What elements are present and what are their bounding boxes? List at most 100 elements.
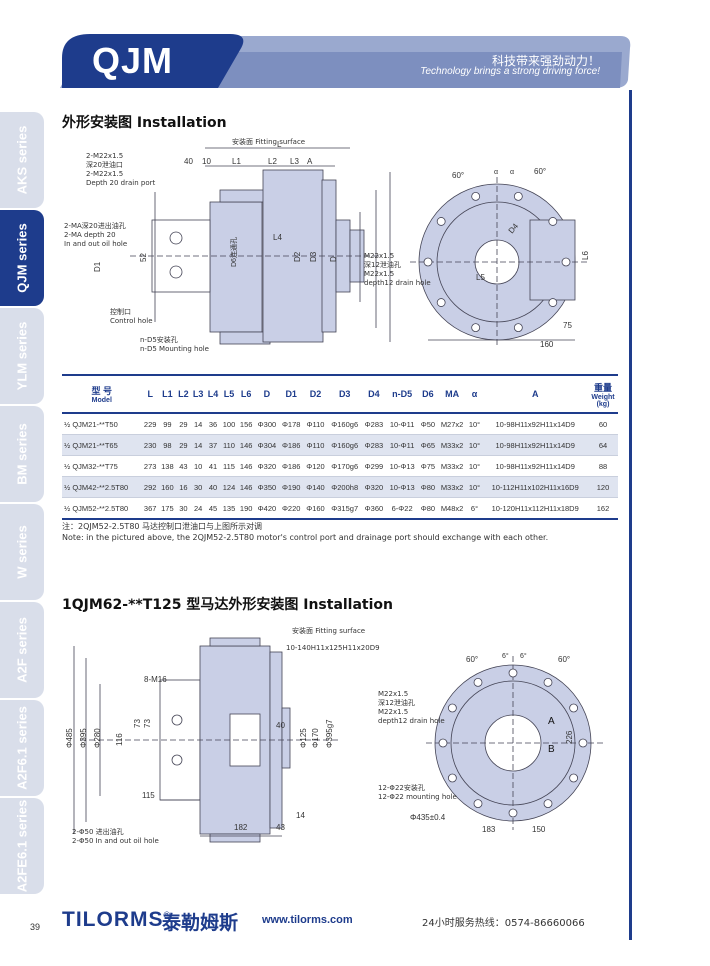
svg-text:L1: L1 xyxy=(232,157,241,166)
svg-text:α: α xyxy=(494,169,498,176)
table-cell: 40 xyxy=(205,476,221,498)
right-rule xyxy=(629,90,632,940)
table-cell: 10-Φ13 xyxy=(386,455,419,477)
table-cell: Φ299 xyxy=(361,455,387,477)
sidebar-tab-label: A2F6.1 series xyxy=(14,706,30,790)
svg-text:40: 40 xyxy=(184,157,193,166)
sidebar-tab-label: AKS series xyxy=(14,125,30,195)
svg-text:L5: L5 xyxy=(476,273,485,282)
label-fitting-surface: 安装面 Fitting surface xyxy=(232,138,306,146)
table-cell: 146 xyxy=(237,476,255,498)
svg-text:α: α xyxy=(510,169,514,176)
label2-spline: 10-140H11x125H11x20D9 xyxy=(286,644,380,652)
table-cell: 10-98H11x92H11x14D9 xyxy=(482,434,588,456)
table-cell: 88 xyxy=(588,455,618,477)
table-cell: 41 xyxy=(205,455,221,477)
svg-text:D1: D1 xyxy=(93,261,102,272)
svg-text:L2: L2 xyxy=(268,157,277,166)
table-header: L2 xyxy=(175,374,191,414)
table-cell: 367 xyxy=(141,497,159,520)
table-cell: Φ200h8 xyxy=(327,476,362,498)
table-cell: Φ80 xyxy=(418,476,438,498)
sidebar-tab-bm-series[interactable]: BM series xyxy=(0,406,44,502)
section2-title: 1QJM62-**T125 型马达外形安装图 Installation xyxy=(62,597,394,613)
bolt-hole xyxy=(447,773,457,783)
note-cn: 注：2QJM52-2.5T80 马达控制口泄油口与上图所示对调 xyxy=(62,522,263,531)
label2-fitting-surface: 安装面 Fitting surface xyxy=(292,627,366,635)
sidebar-tab-a2f6-1-series[interactable]: A2F6.1 series xyxy=(0,700,44,796)
svg-text:226: 226 xyxy=(565,730,574,744)
table-cell: 230 xyxy=(141,434,159,456)
table-cell: Φ110 xyxy=(303,434,328,456)
table-cell: Φ420 xyxy=(254,497,280,520)
table-cell: 175 xyxy=(158,497,176,520)
svg-text:D3: D3 xyxy=(309,251,318,262)
bolt-hole xyxy=(543,799,553,809)
slogan-en: Technology brings a strong driving force… xyxy=(420,66,600,77)
series-title: QJM xyxy=(92,40,174,81)
table-cell: Φ140 xyxy=(303,476,328,498)
bolt-hole xyxy=(561,257,571,267)
sidebar-tab-a2f-series[interactable]: A2F series xyxy=(0,602,44,698)
table-header: D xyxy=(254,374,280,414)
svg-text:D6连通孔: D6连通孔 xyxy=(229,237,238,267)
table-cell: 190 xyxy=(237,497,255,520)
table-cell: 64 xyxy=(588,434,618,456)
svg-text:Φ485: Φ485 xyxy=(65,728,74,748)
sidebar-tab-label: W series xyxy=(14,525,30,579)
bolt-hole xyxy=(423,257,433,267)
table-header: L5 xyxy=(220,374,238,414)
svg-text:73: 73 xyxy=(143,719,152,728)
model-cell: ½ QJM42-**2.5T80 xyxy=(62,476,142,498)
table-cell: M33x2 xyxy=(437,476,467,498)
table-header: n-D5 xyxy=(386,374,419,414)
table-cell: Φ186 xyxy=(279,455,304,477)
svg-text:116: 116 xyxy=(115,733,124,746)
website-link[interactable]: www.tilorms.com xyxy=(262,914,353,926)
table-cell: 30 xyxy=(190,476,206,498)
sidebar-tab-label: A2F series xyxy=(14,617,30,683)
svg-text:B: B xyxy=(548,744,555,755)
table-cell: 10-112H11x102H11x16D9 xyxy=(482,476,588,498)
svg-text:Φ395g7: Φ395g7 xyxy=(325,719,334,748)
sidebar-tab-ylm-series[interactable]: YLM series xyxy=(0,308,44,404)
svg-text:D: D xyxy=(329,256,338,262)
bolt-hole xyxy=(569,773,579,783)
table-cell: M48x2 xyxy=(437,497,467,520)
sidebar-tab-w-series[interactable]: W series xyxy=(0,504,44,600)
sidebar-tab-qjm-series[interactable]: QJM series xyxy=(0,210,44,306)
bolt-hole xyxy=(471,323,481,333)
table-cell: 6° xyxy=(466,497,483,520)
bolt-hole xyxy=(473,799,483,809)
svg-text:183: 183 xyxy=(482,825,496,834)
header-banner xyxy=(60,34,631,88)
table-header: L1 xyxy=(158,374,176,414)
table-cell: 10° xyxy=(466,455,483,477)
svg-text:6°: 6° xyxy=(502,652,509,660)
table-cell: Φ50 xyxy=(418,413,438,435)
table-header: L xyxy=(141,374,159,414)
table-cell: 10-98H11x92H11x14D9 xyxy=(482,455,588,477)
table-header: L6 xyxy=(237,374,255,414)
table-cell: 10-Φ11 xyxy=(386,413,419,435)
table-cell: 160 xyxy=(158,476,176,498)
sidebar-tab-a2fe6-1-series[interactable]: A2FE6.1 series xyxy=(0,798,44,894)
model-cell: ½ QJM21-**T65 xyxy=(62,434,142,456)
svg-text:L6: L6 xyxy=(581,251,590,260)
table-cell: Φ160g6 xyxy=(327,413,362,435)
table-cell: 146 xyxy=(237,434,255,456)
bolt-hole xyxy=(548,217,558,226)
bolt-hole xyxy=(436,217,446,226)
bolt-hole xyxy=(543,677,553,687)
table-cell: 162 xyxy=(588,497,618,520)
sidebar-tab-aks-series[interactable]: AKS series xyxy=(0,112,44,208)
svg-text:14: 14 xyxy=(296,811,305,820)
